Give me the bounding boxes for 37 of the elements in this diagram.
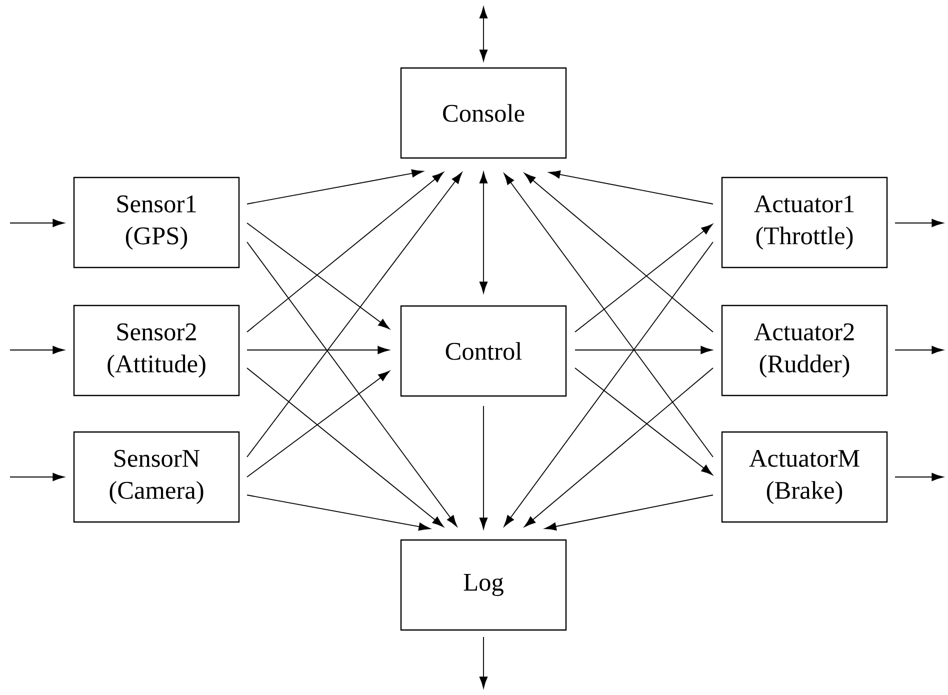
process-box: Log: [400, 539, 567, 631]
arrow: [524, 368, 714, 528]
arrow: [246, 370, 390, 478]
arrow: [10, 346, 64, 354]
arrow: [246, 242, 458, 527]
arrow: [894, 218, 944, 228]
arrow: [504, 173, 714, 458]
arrow: [479, 172, 488, 294]
process-box: Control: [400, 305, 567, 397]
process-box: Actuator1 (Throttle): [721, 176, 888, 268]
arrow: [10, 472, 64, 482]
arrow: [246, 368, 444, 528]
arrow: [246, 494, 430, 531]
process-box: SensorN (Camera): [73, 431, 240, 523]
arrow: [10, 218, 64, 228]
process-box: Sensor1 (GPS): [73, 176, 240, 268]
arrow: [479, 636, 488, 688]
arrow: [246, 222, 390, 330]
arrow: [246, 169, 424, 204]
arrow: [246, 172, 444, 332]
arrow: [504, 242, 714, 527]
arrow: [574, 224, 713, 332]
arrow: [894, 472, 944, 482]
arrow: [574, 346, 712, 354]
arrow: [548, 170, 714, 204]
arrow: [479, 6, 488, 62]
arrow: [574, 368, 713, 476]
process-box: Console: [400, 67, 567, 159]
process-box: ActuatorM (Brake): [721, 431, 888, 523]
process-box: Sensor2 (Attitude): [73, 304, 240, 396]
arrow: [246, 172, 462, 458]
arrow: [894, 346, 944, 354]
arrow: [524, 172, 714, 332]
arrow: [544, 494, 714, 530]
arrow: [246, 346, 390, 354]
arrow: [479, 406, 488, 530]
process-box: Actuator2 (Rudder): [721, 304, 888, 396]
